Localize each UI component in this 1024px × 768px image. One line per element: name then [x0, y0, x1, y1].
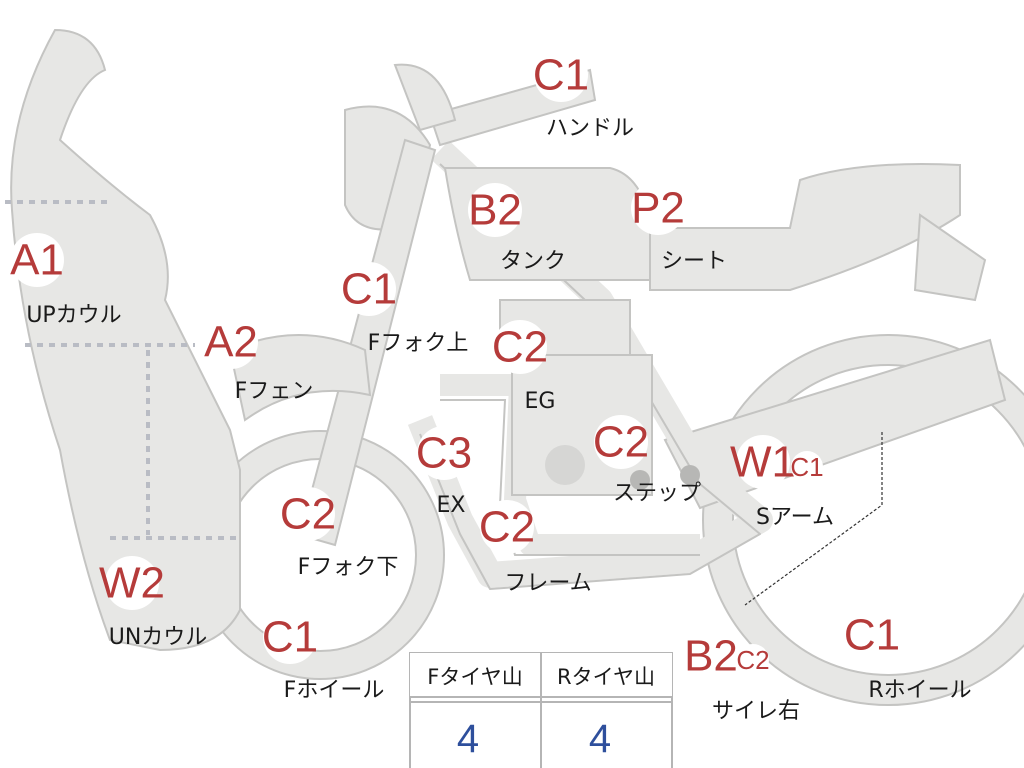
- svg-text:C2: C2: [492, 323, 548, 372]
- svg-text:C2: C2: [280, 490, 336, 539]
- grade-badge: C1: [341, 262, 397, 316]
- grade-badge: W2: [99, 556, 165, 610]
- grade-badge: C1: [262, 610, 318, 664]
- svg-text:B2: B2: [684, 632, 738, 681]
- svg-text:A1: A1: [10, 236, 64, 285]
- part-label: シート: [661, 249, 727, 274]
- svg-text:C2: C2: [736, 645, 769, 675]
- rear-wheel-shape: [703, 335, 1024, 705]
- svg-text:C1: C1: [533, 51, 589, 100]
- tire-tread-table: Fタイヤ山 Rタイヤ山 4 4: [409, 652, 673, 768]
- grade-badge: A1: [10, 233, 64, 287]
- svg-text:W1: W1: [730, 438, 796, 487]
- svg-text:C1: C1: [790, 452, 823, 482]
- seat-shape: [649, 163, 961, 291]
- part-label: Fフェン: [235, 379, 314, 404]
- grade-badge: C1: [844, 608, 900, 662]
- exhaust-pipe-shape: [440, 374, 700, 556]
- svg-text:C3: C3: [416, 429, 472, 478]
- part-label: サイレ右: [712, 699, 800, 724]
- grade-badge: C1: [533, 48, 589, 102]
- part-label: タンク: [500, 249, 566, 274]
- part-step: C2 ステップ: [593, 415, 701, 506]
- grade-badge: W1: [730, 435, 796, 489]
- front-tire-header: Fタイヤ山: [427, 665, 522, 689]
- grade-badge: C2: [492, 320, 548, 374]
- part-f-fork-lower: C2 Fフォク下: [280, 487, 398, 580]
- part-up-cowl: A1 UPカウル: [10, 233, 122, 328]
- motorcycle-silhouette: [5, 28, 1024, 706]
- front-fork-shape: [298, 138, 437, 547]
- grade-badge: P2: [631, 181, 685, 235]
- svg-text:C1: C1: [844, 611, 900, 660]
- svg-text:B2: B2: [468, 186, 522, 235]
- rear-wheel-outline: [702, 334, 1024, 706]
- front-tire-value: 4: [457, 717, 479, 761]
- part-f-wheel: C1 Fホイール: [262, 610, 384, 703]
- svg-text:C1: C1: [341, 265, 397, 314]
- grade-badge: C2: [280, 487, 336, 541]
- svg-text:A2: A2: [204, 318, 258, 367]
- rear-tire-value: 4: [589, 717, 611, 761]
- part-label: UNカウル: [109, 625, 208, 650]
- part-engine: C2 EG: [492, 320, 556, 414]
- part-label: ステップ: [613, 481, 701, 506]
- part-label: Fフォク上: [368, 331, 469, 356]
- part-label: フレーム: [504, 571, 591, 596]
- part-f-fender: A2 Fフェン: [204, 315, 313, 404]
- grade-badge: B2: [684, 629, 738, 683]
- part-label: ハンドル: [546, 116, 634, 141]
- part-label: Fホイール: [284, 678, 385, 703]
- part-frame: C2 フレーム: [479, 500, 592, 596]
- grade-badge: B2: [468, 183, 522, 237]
- part-tank: B2 タンク: [468, 183, 566, 274]
- cowl-shape: [10, 28, 241, 652]
- part-muffler-right: B2 C2 サイレ右: [684, 629, 800, 724]
- rear-tire-header: Rタイヤ山: [557, 665, 655, 689]
- front-fender-shape: [228, 334, 372, 422]
- part-r-wheel: C1 Rホイール: [844, 608, 972, 703]
- part-handle: C1 ハンドル: [533, 48, 634, 141]
- grade-badge: C2: [593, 415, 649, 469]
- part-seat: P2 シート: [631, 181, 727, 274]
- grade-badge: A2: [204, 315, 258, 369]
- sub-grade-badge: C2: [736, 644, 770, 676]
- part-exhaust: C3 EX: [416, 426, 472, 518]
- grade-badge: C2: [479, 500, 535, 554]
- part-label: UPカウル: [26, 303, 121, 328]
- svg-text:W2: W2: [99, 559, 165, 608]
- grade-badge: C3: [416, 426, 472, 480]
- part-un-cowl: W2 UNカウル: [99, 556, 207, 650]
- part-f-fork-upper: C1 Fフォク上: [341, 262, 468, 356]
- part-label: Sアーム: [756, 505, 834, 530]
- part-label: EG: [525, 389, 556, 414]
- svg-text:C2: C2: [593, 418, 649, 467]
- part-label: EX: [437, 493, 466, 518]
- part-label: Rホイール: [868, 678, 971, 703]
- part-label: Fフォク下: [298, 555, 399, 580]
- part-swing-arm: W1 C1 Sアーム: [730, 435, 834, 530]
- svg-text:C1: C1: [262, 613, 318, 662]
- sub-grade-badge: C1: [790, 451, 824, 483]
- svg-text:P2: P2: [631, 184, 685, 233]
- svg-text:C2: C2: [479, 503, 535, 552]
